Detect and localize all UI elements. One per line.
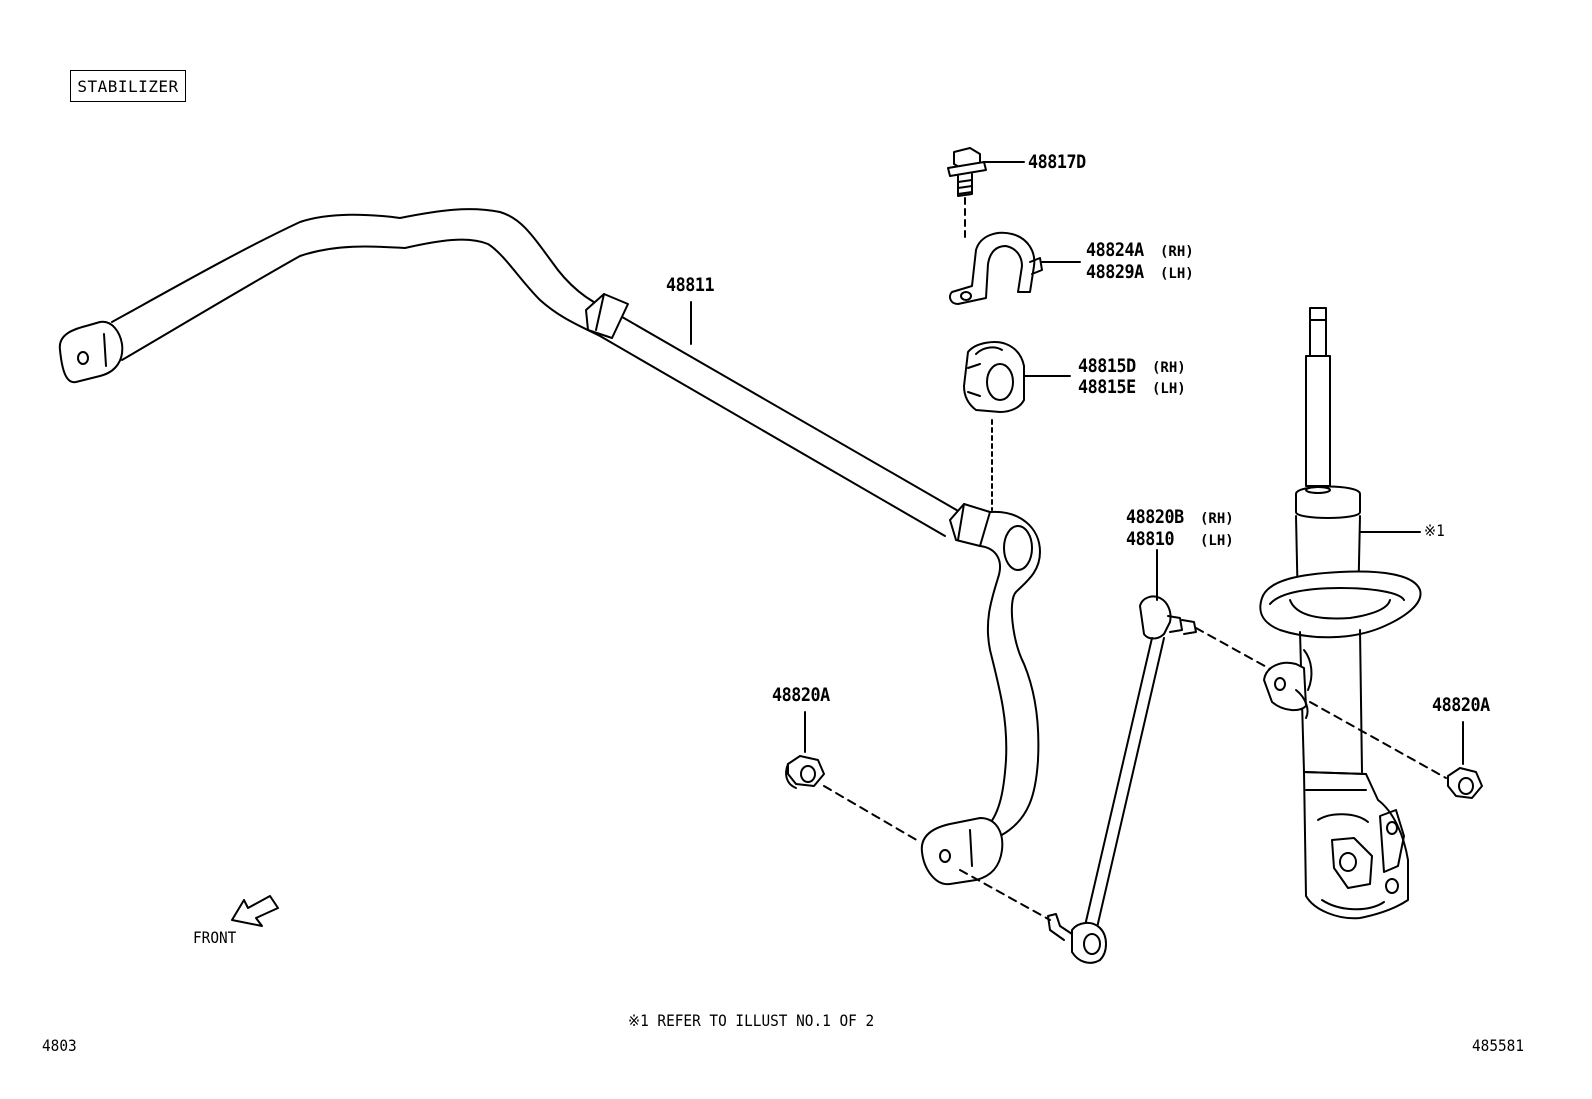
callout-48820A-left[interactable]: 48820A — [772, 684, 830, 706]
callout-48817D[interactable]: 48817D — [1028, 151, 1086, 173]
stabilizer-bar[interactable] — [58, 208, 1041, 886]
callout-48829A[interactable]: 48829A — [1086, 261, 1144, 283]
callout-48815D[interactable]: 48815D — [1078, 355, 1136, 377]
callout-48820B[interactable]: 48820B — [1126, 506, 1184, 528]
callout-48811[interactable]: 48811 — [666, 274, 715, 296]
tag-rh-link: (RH) — [1200, 511, 1234, 527]
stabilizer-bracket[interactable] — [949, 231, 1043, 305]
bolt[interactable] — [947, 147, 987, 197]
dash-nut-right — [1309, 701, 1447, 779]
callout-48815E[interactable]: 48815E — [1078, 376, 1136, 398]
callout-48810[interactable]: 48810 — [1126, 528, 1175, 550]
front-label: FRONT — [193, 928, 237, 947]
callout-strut-ref[interactable]: ※1 — [1424, 521, 1445, 540]
stabilizer-link[interactable] — [1047, 595, 1197, 964]
tag-lh-bracket: (LH) — [1160, 266, 1194, 282]
tag-lh-link: (LH) — [1200, 533, 1234, 549]
tag-rh-bracket: (RH) — [1160, 244, 1194, 260]
tag-rh-bushing: (RH) — [1152, 360, 1186, 376]
dash-nut-left — [823, 785, 921, 843]
nut-right[interactable] — [1447, 767, 1483, 799]
front-arrow-icon — [231, 895, 279, 927]
nut-left[interactable] — [785, 755, 825, 789]
dash-link-bottom — [959, 869, 1051, 921]
footnote: ※1 REFER TO ILLUST NO.1 OF 2 — [628, 1011, 875, 1030]
page-code: 4803 — [42, 1036, 77, 1055]
section-title: STABILIZER — [70, 70, 186, 102]
tag-lh-bushing: (LH) — [1152, 381, 1186, 397]
illustration-id: 485581 — [1472, 1036, 1525, 1055]
stabilizer-bushing[interactable] — [963, 341, 1025, 413]
callout-48820A-right[interactable]: 48820A — [1432, 694, 1490, 716]
strut-assembly[interactable] — [1259, 307, 1422, 920]
callout-48824A[interactable]: 48824A — [1086, 239, 1144, 261]
